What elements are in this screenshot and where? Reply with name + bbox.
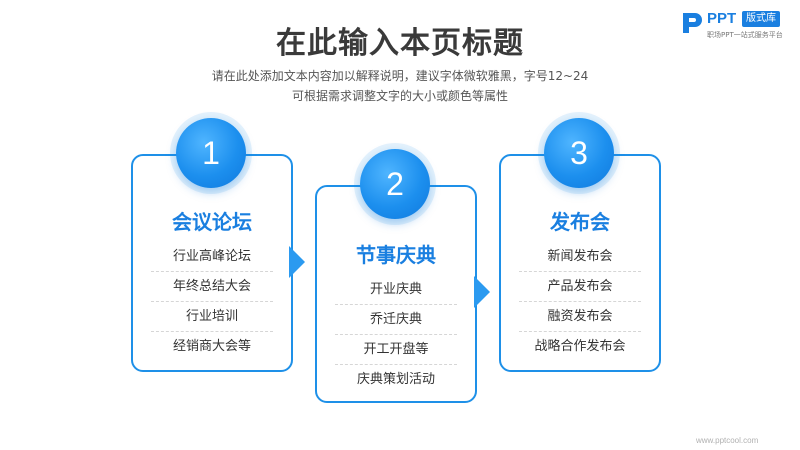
brand-logo: PPT 版式库 职场PPT一站式服务平台 (680, 8, 792, 42)
list-item: 产品发布会 (519, 272, 641, 302)
step-item-list: 新闻发布会 产品发布会 融资发布会 战略合作发布会 (519, 242, 641, 362)
arrow-right-icon (289, 246, 305, 278)
step-number-3: 3 (544, 118, 614, 188)
step-heading: 节事庆典 (356, 243, 436, 267)
list-item: 融资发布会 (519, 302, 641, 332)
list-item: 行业培训 (151, 302, 273, 332)
list-item: 经销商大会等 (172, 339, 251, 354)
footer-url: www.pptcool.com (696, 436, 759, 445)
step-number-1: 1 (176, 118, 246, 188)
list-item: 开工开盘等 (335, 335, 457, 365)
step-heading: 发布会 (550, 210, 610, 234)
step-item-list: 开业庆典 乔迁庆典 开工开盘等 庆典策划活动 (335, 275, 457, 395)
logo-badge: 版式库 (742, 11, 780, 27)
list-item: 行业高峰论坛 (151, 242, 273, 272)
list-item: 战略合作发布会 (534, 339, 626, 354)
list-item: 庆典策划活动 (356, 372, 435, 387)
list-item: 新闻发布会 (519, 242, 641, 272)
arrow-right-icon (474, 276, 490, 308)
step-card-1: 会议论坛 行业高峰论坛 年终总结大会 行业培训 经销商大会等 (131, 154, 293, 372)
logo-tagline: 职场PPT一站式服务平台 (707, 31, 783, 39)
step-card-2: 节事庆典 开业庆典 乔迁庆典 开工开盘等 庆典策划活动 (315, 185, 477, 403)
step-item-list: 行业高峰论坛 年终总结大会 行业培训 经销商大会等 (151, 242, 273, 362)
logo-brand: PPT (707, 10, 737, 27)
list-item: 开业庆典 (335, 275, 457, 305)
step-heading: 会议论坛 (172, 210, 252, 234)
list-item: 乔迁庆典 (335, 305, 457, 335)
page-title: 在此输入本页标题 (276, 26, 524, 61)
subtitle-line-2: 可根据需求调整文字的大小或颜色等属性 (291, 89, 508, 103)
step-card-3: 发布会 新闻发布会 产品发布会 融资发布会 战略合作发布会 (499, 154, 661, 372)
page-subtitle: 请在此处添加文本内容加以解释说明，建议字体微软雅黑，字号12~24 可根据需求调… (0, 66, 800, 106)
ppt-logo-icon (683, 13, 702, 33)
step-number-2: 2 (360, 149, 430, 219)
list-item: 年终总结大会 (151, 272, 273, 302)
subtitle-line-1: 请在此处添加文本内容加以解释说明，建议字体微软雅黑，字号12~24 (211, 69, 589, 83)
